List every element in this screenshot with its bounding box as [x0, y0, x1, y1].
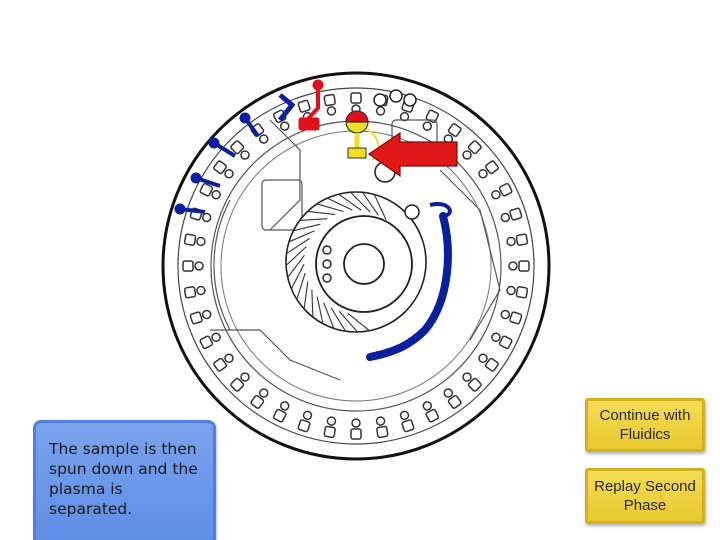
cuvette-port [195, 262, 203, 270]
cuvette-port [203, 311, 211, 319]
cuvette-port [352, 419, 360, 427]
cuvette [298, 100, 311, 113]
cuvette [516, 234, 527, 245]
cuvette [298, 419, 311, 432]
cuvette [324, 94, 335, 105]
cuvette-port [327, 417, 335, 425]
cuvette [184, 287, 195, 298]
cuvette [351, 429, 361, 439]
cuvette-port [463, 373, 471, 381]
cuvette-port [225, 354, 233, 362]
continue-with-fluidics-button[interactable]: Continue with Fluidics [585, 398, 705, 452]
caption-box: The sample is then spun down and the pla… [33, 420, 216, 540]
cuvette-port [501, 213, 509, 221]
cuvette-port [444, 389, 452, 397]
cuvette-port [260, 389, 268, 397]
cuvette-port [281, 122, 289, 130]
cuvette [516, 287, 527, 298]
cuvette-port [197, 237, 205, 245]
cuvette-port [501, 311, 509, 319]
caption-text: The sample is then spun down and the pla… [49, 439, 201, 519]
cuvette-port [197, 287, 205, 295]
cuvette [509, 312, 522, 325]
replay-button-label: Replay Second Phase [588, 477, 702, 515]
continue-button-label: Continue with Fluidics [588, 406, 702, 444]
cuvette-port [203, 213, 211, 221]
cuvette-port [303, 411, 311, 419]
cuvette-port [507, 237, 515, 245]
cuvette [509, 208, 522, 221]
cuvette-port [492, 333, 500, 341]
cuvette-port [377, 417, 385, 425]
cuvette-port [212, 333, 220, 341]
cuvette-port [463, 151, 471, 159]
cuvette-port [260, 135, 268, 143]
replay-second-phase-button[interactable]: Replay Second Phase [585, 468, 705, 524]
cuvette-port [225, 170, 233, 178]
cuvette [402, 419, 415, 432]
cuvette-port [507, 287, 515, 295]
cuvette-port [377, 107, 385, 115]
cuvette-port [327, 107, 335, 115]
cuvette-port [479, 170, 487, 178]
cuvette-port [281, 402, 289, 410]
cuvette [324, 426, 335, 437]
cuvette-port [241, 151, 249, 159]
cuvette-port [241, 373, 249, 381]
cuvette-port [212, 191, 220, 199]
cuvette-port [401, 411, 409, 419]
cuvette [190, 312, 203, 325]
cuvette [184, 234, 195, 245]
cuvette-port [492, 191, 500, 199]
cuvette [351, 93, 361, 103]
cuvette-port [479, 354, 487, 362]
cuvette-port [423, 122, 431, 130]
cuvette [519, 261, 529, 271]
cuvette [377, 426, 388, 437]
cuvette-port [509, 262, 517, 270]
cuvette [183, 261, 193, 271]
cuvette-port [423, 402, 431, 410]
